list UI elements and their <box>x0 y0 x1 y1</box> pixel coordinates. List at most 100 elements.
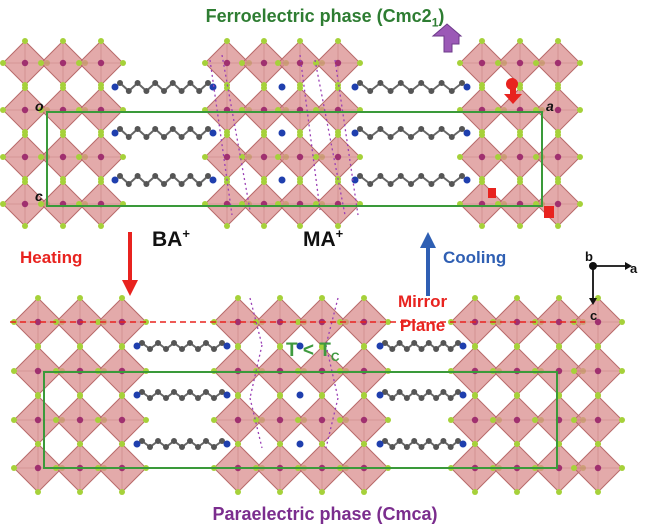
carbon-atom <box>411 340 418 346</box>
carbon-atom <box>403 395 410 401</box>
halide-atom <box>495 60 501 66</box>
carbon-atom <box>438 173 445 179</box>
carbon-atom <box>440 389 447 395</box>
nitrogen-atom <box>351 83 359 91</box>
metal-atom <box>234 318 242 326</box>
carbon-atom <box>169 126 176 132</box>
halide-atom <box>571 417 577 423</box>
halide-atom <box>277 295 283 301</box>
metal-atom <box>594 367 602 375</box>
carbon-atom <box>425 340 432 346</box>
carbon-atom <box>196 181 203 187</box>
halide-atom <box>556 295 562 301</box>
carbon-atom <box>367 134 374 140</box>
metal-atom <box>97 59 105 67</box>
halide-atom <box>119 489 125 495</box>
carbon-atom <box>438 126 445 132</box>
carbon-atom <box>387 134 394 140</box>
halide-atom <box>335 132 341 138</box>
carbon-atom <box>147 444 153 450</box>
halide-atom <box>95 417 101 423</box>
metal-atom <box>594 318 602 326</box>
carbon-atom <box>187 173 194 179</box>
carbon-atom <box>155 438 161 444</box>
halide-atom <box>533 60 539 66</box>
halide-atom <box>98 38 104 44</box>
metal-atom <box>21 106 29 114</box>
heating-arrow-head <box>122 280 138 296</box>
halide-atom <box>77 441 83 447</box>
halide-atom <box>479 223 485 229</box>
metal-atom <box>118 416 126 424</box>
carbon-atom <box>367 181 374 187</box>
carbon-atom <box>143 134 150 140</box>
hbond-line <box>334 59 359 216</box>
carbon-atom <box>125 88 132 94</box>
halide-atom <box>319 489 325 495</box>
halide-atom <box>297 132 303 138</box>
halide-atom <box>514 295 520 301</box>
net-polarization-arrow <box>431 23 463 53</box>
carbon-atom <box>125 181 132 187</box>
halide-atom <box>514 344 520 350</box>
metal-atom <box>234 416 242 424</box>
carbon-atom <box>219 438 225 444</box>
halide-atom <box>335 179 341 185</box>
carbon-atom <box>169 80 176 86</box>
metal-atom <box>334 59 342 67</box>
halide-atom <box>313 60 319 66</box>
halide-atom <box>22 38 28 44</box>
nitrogen-atom <box>223 342 231 350</box>
halide-atom <box>555 179 561 185</box>
halide-atom <box>517 38 523 44</box>
carbon-atom <box>195 395 201 401</box>
carbon-atom <box>447 395 454 401</box>
axis-a-label: a <box>630 261 638 276</box>
hbond-line <box>221 54 251 211</box>
metal-atom <box>21 153 29 161</box>
halide-atom <box>595 295 601 301</box>
metal-atom <box>554 153 562 161</box>
paraelectric-phase-title: Paraelectric phase (Cmca) <box>212 504 438 524</box>
carbon-atom <box>134 126 141 132</box>
halide-atom <box>60 85 66 91</box>
nitrogen-atom <box>463 83 471 91</box>
halide-atom <box>235 344 241 350</box>
nitrogen-atom <box>463 176 471 184</box>
halide-atom <box>556 489 562 495</box>
carbon-atom <box>163 444 169 450</box>
halide-atom <box>517 179 523 185</box>
hbond-line <box>249 297 263 346</box>
halide-atom <box>457 154 463 160</box>
axis-c-label: c <box>590 308 598 323</box>
carbon-atom <box>408 134 414 140</box>
halide-atom <box>295 319 301 325</box>
metal-atom <box>554 200 562 208</box>
carbon-atom <box>139 389 145 395</box>
metal-atom <box>594 416 602 424</box>
halide-atom <box>335 223 341 229</box>
cooling-arrow-head <box>420 232 436 248</box>
hydrogen-bonds <box>209 54 359 449</box>
halide-atom <box>472 441 478 447</box>
axis-a-head <box>625 262 632 270</box>
carbon-atom <box>163 346 169 352</box>
metal-atom <box>34 464 42 472</box>
halide-atom <box>202 60 208 66</box>
halide-atom <box>119 393 125 399</box>
halide-atom <box>35 393 41 399</box>
nitrogen-atom <box>133 440 141 448</box>
carbon-atom <box>455 389 461 395</box>
dipole-arrow <box>504 84 522 104</box>
halide-atom <box>261 85 267 91</box>
halide-atom <box>60 179 66 185</box>
mirror-label-line1: Mirror <box>398 292 448 311</box>
halide-atom <box>77 295 83 301</box>
carbon-atom <box>418 395 425 401</box>
metal-atom <box>318 416 326 424</box>
carbon-atom <box>179 444 185 450</box>
carbon-atom <box>397 173 404 179</box>
carbon-atom <box>447 346 454 352</box>
carbon-atom <box>418 80 425 86</box>
halide-atom <box>472 393 478 399</box>
